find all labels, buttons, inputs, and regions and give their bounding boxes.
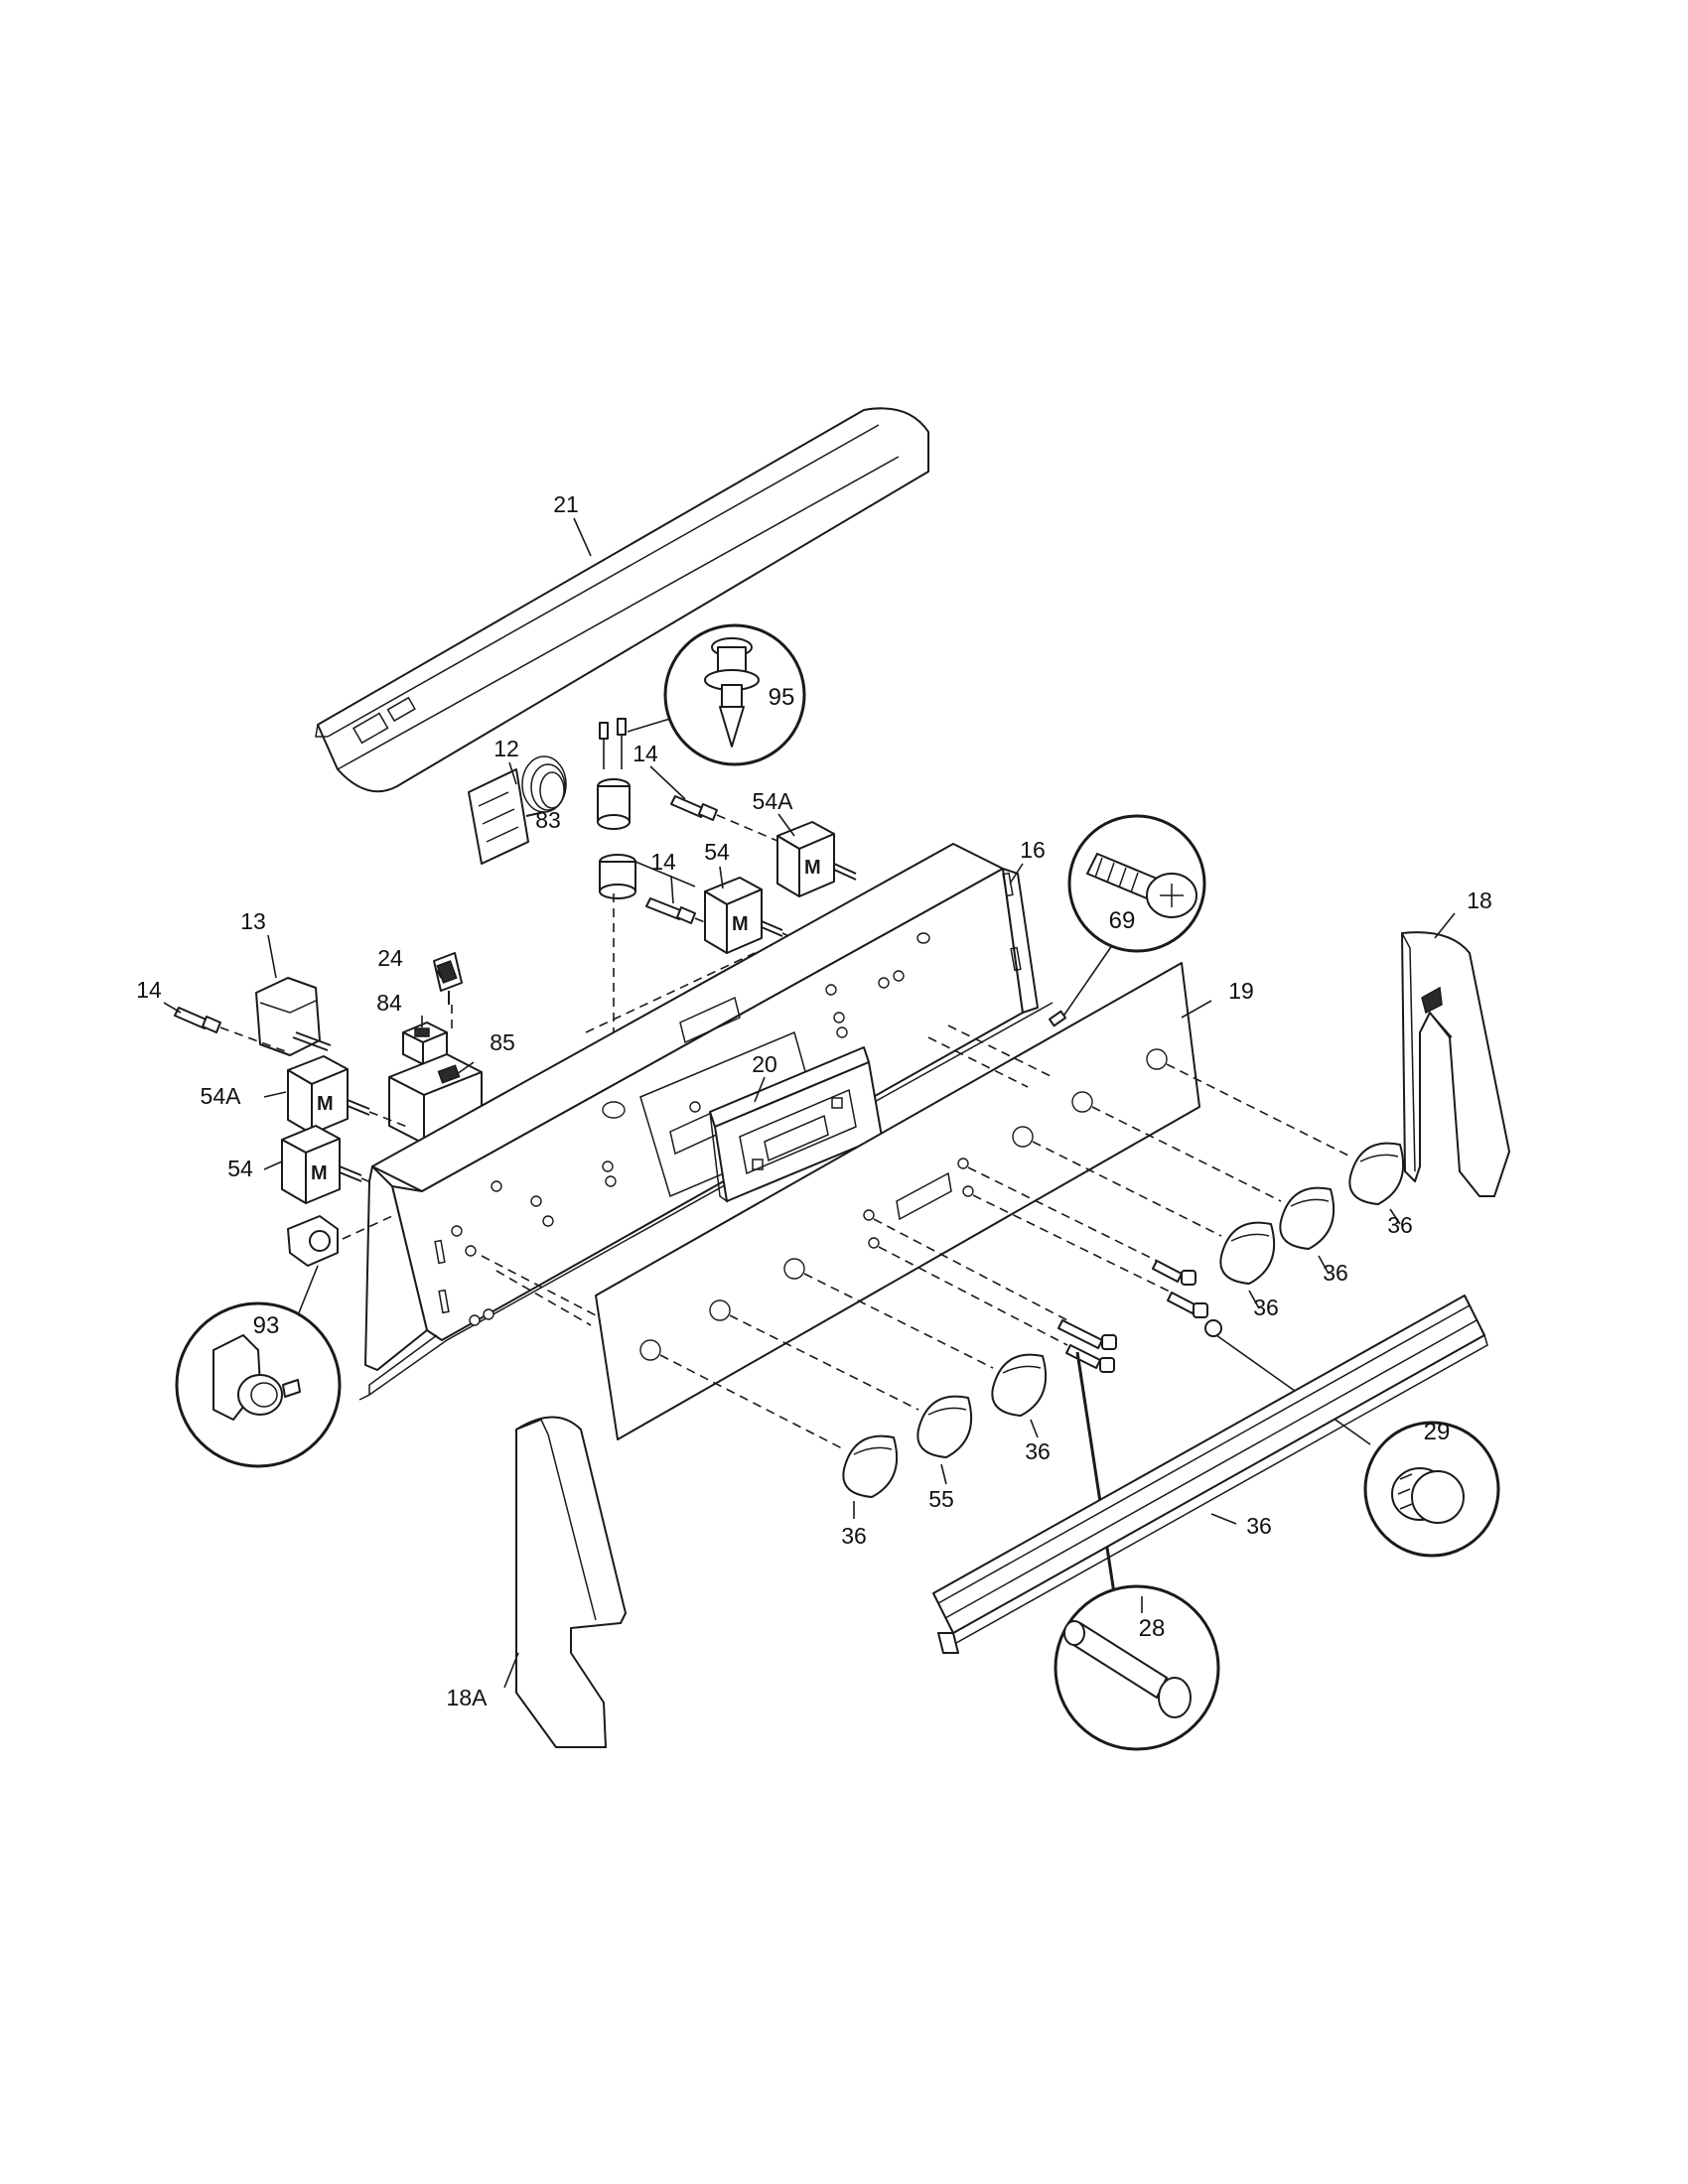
part-14-left-shaft <box>174 1007 289 1053</box>
label-36-c: 36 <box>1253 1295 1279 1320</box>
part-14-mid-shaft <box>645 897 716 927</box>
part-29-callout <box>1204 1319 1500 1558</box>
label-14-left: 14 <box>136 977 162 1003</box>
part-36-knob-f <box>1348 1142 1405 1205</box>
label-20: 20 <box>752 1051 777 1077</box>
part-28-shafts <box>1054 1260 1220 1751</box>
part-24-rocker-switch <box>433 952 463 1032</box>
label-14-mid: 14 <box>650 849 676 875</box>
part-20-display-board <box>639 1030 883 1203</box>
part-54-left-switch: M <box>281 1125 393 1204</box>
knob-alignment-lines <box>481 1024 1351 1450</box>
label-36-e: 55 <box>928 1486 954 1512</box>
part-54A-left-switch: M <box>287 1055 408 1135</box>
label-18A: 18A <box>447 1685 489 1710</box>
label-55: 36 <box>1246 1513 1272 1539</box>
part-36-knob-c <box>991 1353 1048 1417</box>
label-13: 13 <box>240 908 266 934</box>
switch-marking-54A-top: M <box>804 857 821 879</box>
part-18A-left-trim <box>515 1416 627 1748</box>
part-19-front-panel <box>595 962 1200 1440</box>
part-54-top-switch: M <box>704 877 805 954</box>
part-83-sleeve <box>597 778 696 1112</box>
part-69-callout <box>1048 814 1206 1027</box>
label-84: 84 <box>376 990 402 1016</box>
part-16-rear-panel <box>358 843 1054 1401</box>
switch-marking-54A-left: M <box>317 1093 334 1115</box>
label-36-a: 36 <box>1387 1212 1413 1238</box>
label-14-top: 14 <box>633 741 658 766</box>
label-93: 93 <box>253 1312 280 1339</box>
label-36-f: 36 <box>841 1523 867 1549</box>
label-29: 29 <box>1424 1419 1451 1445</box>
label-54-top: 54 <box>704 839 730 865</box>
part-93-bracket <box>175 1215 393 1468</box>
switch-marking-54-left: M <box>311 1162 328 1184</box>
label-19: 19 <box>1228 978 1254 1004</box>
part-labels: 21 95 12 14 54A 83 54 14 16 69 18 13 24 … <box>136 491 1492 1710</box>
label-85: 85 <box>490 1029 515 1055</box>
part-13-control <box>255 977 332 1056</box>
leader-lines <box>163 517 1456 1689</box>
part-55-trim-strip <box>932 1295 1488 1654</box>
part-95-callout <box>627 623 806 766</box>
part-36-knob-d <box>1219 1221 1276 1285</box>
label-12: 12 <box>493 736 519 761</box>
part-12-thermostat <box>468 755 567 865</box>
label-54A-top: 54A <box>753 788 794 814</box>
label-24: 24 <box>377 945 403 971</box>
part-36-knob-b <box>916 1395 973 1458</box>
part-36-knob-e <box>1279 1186 1336 1250</box>
part-18-right-trim <box>1401 931 1510 1197</box>
part-36-knob-a <box>842 1434 899 1498</box>
label-83: 83 <box>535 807 561 833</box>
label-28: 28 <box>1139 1615 1166 1642</box>
label-21: 21 <box>553 491 579 517</box>
label-18: 18 <box>1467 887 1492 913</box>
part-21-top-trim <box>315 407 929 793</box>
label-36-d: 36 <box>1025 1438 1051 1464</box>
label-16: 16 <box>1020 837 1046 863</box>
label-69: 69 <box>1109 907 1136 934</box>
label-95: 95 <box>769 684 795 711</box>
part-14-top-shaft <box>670 795 785 845</box>
part-54A-top-switch: M <box>776 821 857 897</box>
label-54-left: 54 <box>227 1156 253 1181</box>
label-36-b: 36 <box>1323 1260 1348 1286</box>
label-54A-left: 54A <box>201 1083 242 1109</box>
switch-marking-54-top: M <box>732 913 749 935</box>
part-95-pins <box>599 718 627 769</box>
